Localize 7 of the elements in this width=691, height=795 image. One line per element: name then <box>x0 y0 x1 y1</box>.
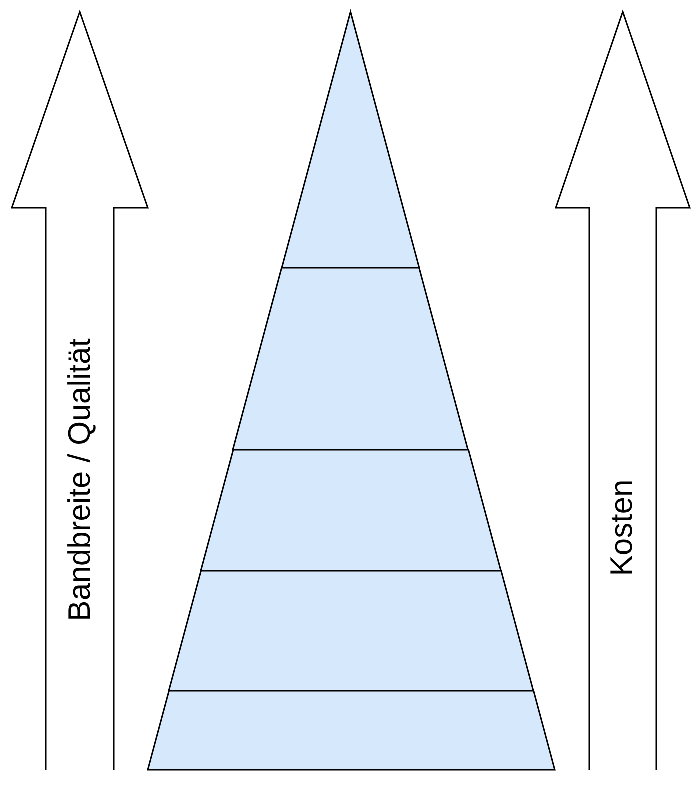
axis-label: Bandbreite / Qualität <box>62 338 98 622</box>
axis-label: Kosten <box>604 480 640 576</box>
pyramid-level <box>200 450 502 571</box>
pyramid-tip <box>282 12 420 268</box>
pyramid-level <box>148 691 554 770</box>
pyramid-level <box>233 268 469 450</box>
pyramid-level <box>168 571 534 691</box>
